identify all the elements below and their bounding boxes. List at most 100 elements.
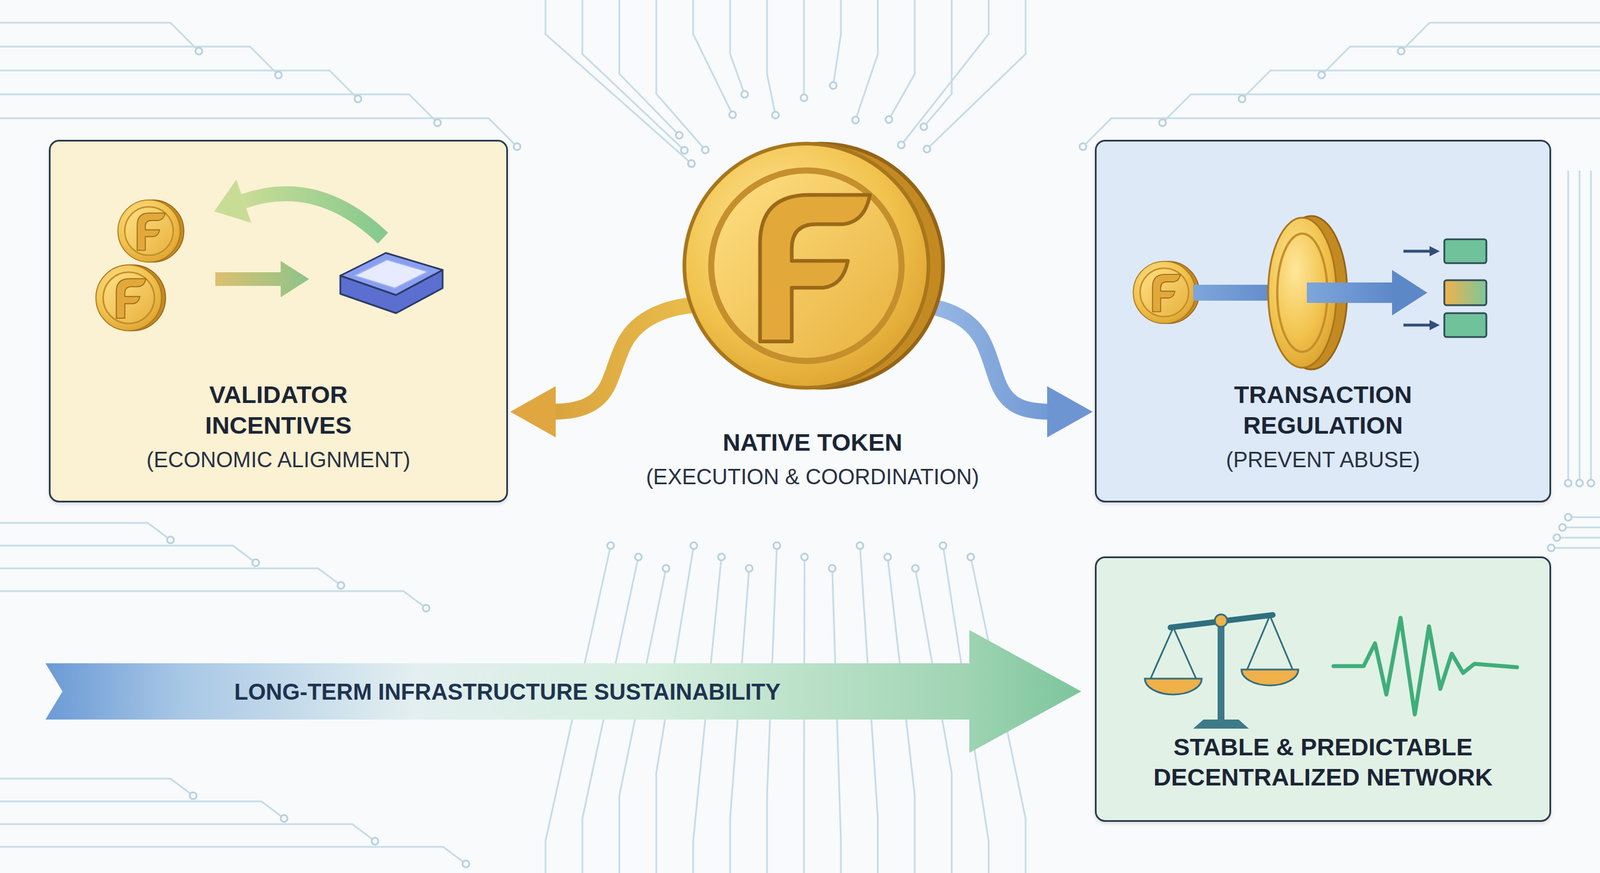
queue-bar xyxy=(1444,239,1487,264)
flow-arrow xyxy=(913,304,1059,412)
circuit-dot xyxy=(690,542,698,549)
circuit-trace xyxy=(0,522,171,540)
circuit-dot xyxy=(939,542,947,549)
circuit-trace xyxy=(1551,547,1600,549)
queue-arrows-part xyxy=(1403,323,1431,327)
circuit-trace xyxy=(730,0,745,95)
circuit-dot xyxy=(1553,534,1561,541)
stake-arrow xyxy=(215,260,310,298)
circuit-trace xyxy=(0,801,285,819)
return-arrow xyxy=(243,193,383,239)
balance-scale-part xyxy=(1150,627,1174,679)
circuit-trace xyxy=(656,0,706,150)
queue-bar xyxy=(1444,313,1487,337)
circuit-trace xyxy=(0,823,375,841)
coin-icon xyxy=(117,200,184,263)
circuit-trace xyxy=(1590,170,1593,483)
banner-arrow: LONG-TERM INFRASTRUCTURE SUSTAINABILITY xyxy=(45,663,970,720)
circuit-dot xyxy=(911,564,919,572)
circuit-dot xyxy=(167,536,174,544)
circuit-dot xyxy=(513,143,521,150)
circuit-dot xyxy=(688,160,695,168)
circuit-trace xyxy=(0,568,341,586)
circuit-trace xyxy=(619,568,666,873)
circuit-dot xyxy=(746,564,753,572)
circuit-trace xyxy=(803,0,806,98)
circuit-dot xyxy=(967,553,975,561)
circuit-dot xyxy=(337,581,345,589)
node-heading: TRANSACTION REGULATION xyxy=(1189,379,1457,441)
circuit-dot xyxy=(856,542,864,549)
balance-scale-part xyxy=(1173,627,1197,679)
circuit-dot xyxy=(920,123,928,131)
coin-shape xyxy=(684,143,943,389)
circuit-dot xyxy=(675,131,683,139)
process-box: TRANSACTION REGULATION (PREVENT ABUSE) xyxy=(1094,139,1552,503)
flow-arrow xyxy=(544,304,699,412)
balance-scale-part xyxy=(1193,719,1249,729)
circuit-dot xyxy=(422,604,430,612)
circuit-dot xyxy=(1564,479,1572,487)
circuit-dot xyxy=(1397,47,1405,55)
queue-arrows xyxy=(1403,246,1440,331)
circuit-dot xyxy=(434,119,441,127)
node-heading: NATIVE TOKEN xyxy=(718,427,907,458)
node-heading: LONG-TERM INFRASTRUCTURE SUSTAINABILITY xyxy=(234,677,781,706)
balance-scale-part xyxy=(1241,669,1299,686)
balance-scale-part xyxy=(1214,614,1228,627)
circuit-trace xyxy=(915,568,952,873)
circuit-trace xyxy=(767,0,776,115)
balance-scale-part xyxy=(1170,614,1273,628)
circuit-dot xyxy=(728,111,736,119)
circuit-trace xyxy=(693,0,733,115)
circuit-trace xyxy=(0,590,427,608)
circuit-trace xyxy=(1567,170,1570,483)
circuit-dot xyxy=(718,553,725,561)
token-node: NATIVE TOKEN (EXECUTION & COORDINATION) xyxy=(630,131,995,491)
circuit-trace xyxy=(901,0,989,145)
circuit-dot xyxy=(828,564,836,572)
circuit-dot xyxy=(252,559,260,566)
circuit-dot xyxy=(885,115,893,123)
circuit-dot xyxy=(635,553,643,561)
circuit-dot xyxy=(1318,71,1325,79)
circuit-trace xyxy=(0,545,256,563)
circuit-dot xyxy=(189,792,197,799)
circuit-dot xyxy=(773,542,781,549)
balance-scale-part xyxy=(1144,678,1202,695)
circuit-dot xyxy=(1576,479,1583,487)
coin-icon xyxy=(96,264,166,331)
flow-shaft xyxy=(1306,282,1394,303)
circuit-trace xyxy=(0,778,194,796)
circuit-dot xyxy=(195,47,203,55)
circuit-trace xyxy=(855,0,878,120)
circuit-dot xyxy=(354,95,362,103)
circuit-trace xyxy=(832,568,841,873)
balance-scale-part xyxy=(1247,615,1270,670)
circuit-trace xyxy=(1568,516,1600,519)
circuit-dot xyxy=(280,814,288,822)
circuit-dot xyxy=(741,90,749,98)
process-box: VALIDATOR INCENTIVES(ECONOMIC ALIGNMENT) xyxy=(48,139,508,503)
node-subtitle: (PREVENT ABUSE) xyxy=(1226,446,1420,474)
validator-chip-part xyxy=(354,259,428,289)
token-coin xyxy=(672,131,953,400)
circuit-trace xyxy=(730,568,750,873)
circuit-trace xyxy=(888,0,915,120)
circuit-trace xyxy=(832,0,841,86)
node-heading: VALIDATOR INCENTIVES xyxy=(144,379,412,441)
circuit-trace xyxy=(1562,526,1600,529)
circuit-trace xyxy=(923,0,952,127)
circuit-dot xyxy=(923,145,931,153)
pulse-line xyxy=(1333,617,1518,715)
return-arrow-head xyxy=(214,179,252,223)
circuit-dot xyxy=(772,111,779,119)
circuit-dot xyxy=(681,146,689,154)
circuit-dot xyxy=(800,94,808,102)
circuit-dot xyxy=(1559,523,1566,531)
queue-arrows-part xyxy=(1429,246,1440,257)
node-subtitle: (EXECUTION & COORDINATION) xyxy=(641,463,984,491)
circuit-dot xyxy=(371,837,379,845)
circuit-trace xyxy=(926,0,1026,149)
queue-arrows-part xyxy=(1403,250,1431,253)
